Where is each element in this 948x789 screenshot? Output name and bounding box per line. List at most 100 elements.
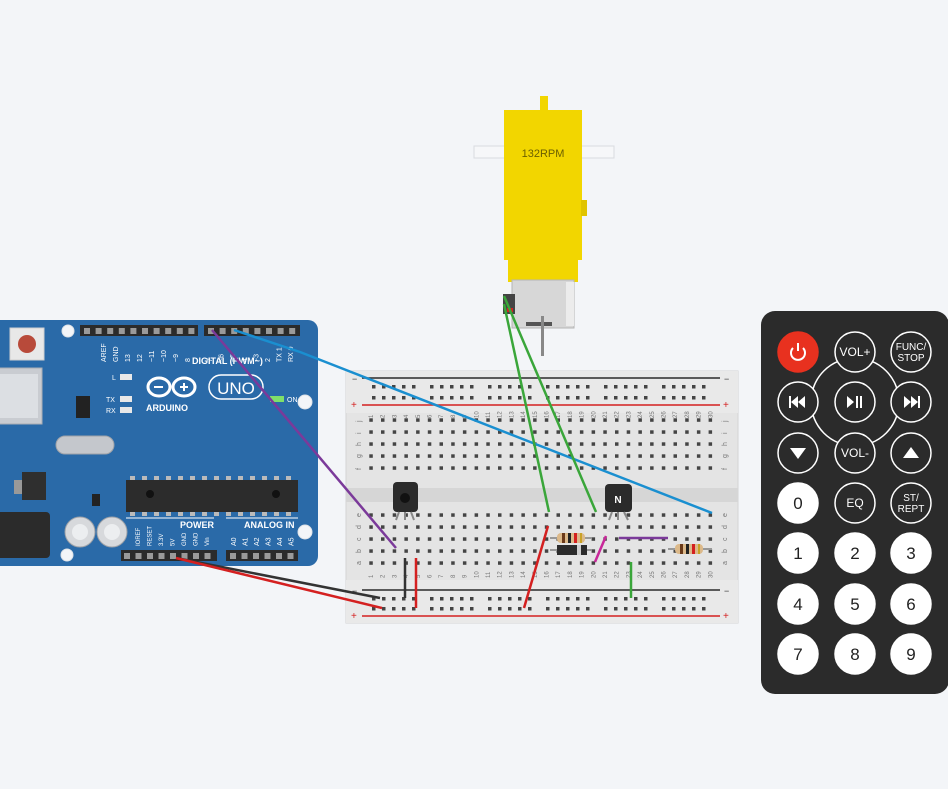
breadboard-hole[interactable] bbox=[509, 454, 514, 458]
rail-hole[interactable] bbox=[662, 597, 666, 601]
breadboard-hole[interactable] bbox=[451, 561, 455, 565]
header-pin-hole[interactable] bbox=[287, 553, 294, 559]
breadboard-hole[interactable] bbox=[392, 549, 397, 553]
breadboard-hole[interactable] bbox=[404, 454, 408, 458]
breadboard-hole[interactable] bbox=[427, 537, 432, 541]
diode[interactable] bbox=[550, 545, 592, 555]
remote-button-4[interactable]: 4 bbox=[777, 583, 819, 625]
breadboard-hole[interactable] bbox=[474, 466, 479, 470]
breadboard-hole[interactable] bbox=[451, 537, 455, 541]
rail-hole[interactable] bbox=[662, 385, 666, 389]
breadboard-hole[interactable] bbox=[544, 513, 549, 517]
rail-hole[interactable] bbox=[372, 597, 376, 601]
breadboard-hole[interactable] bbox=[568, 418, 572, 422]
breadboard-hole[interactable] bbox=[381, 442, 385, 446]
breadboard-hole[interactable] bbox=[591, 525, 596, 529]
breadboard-hole[interactable] bbox=[696, 442, 701, 446]
rail-hole[interactable] bbox=[412, 607, 416, 611]
rail-hole[interactable] bbox=[392, 396, 396, 400]
breadboard-hole[interactable] bbox=[486, 549, 490, 553]
header-pin-hole[interactable] bbox=[264, 553, 271, 559]
rail-hole[interactable] bbox=[488, 396, 492, 400]
breadboard-hole[interactable] bbox=[615, 418, 619, 422]
rail-hole[interactable] bbox=[450, 597, 454, 601]
breadboard-hole[interactable] bbox=[498, 418, 502, 422]
breadboard-hole[interactable] bbox=[521, 525, 525, 529]
wire-black[interactable] bbox=[175, 556, 381, 600]
breadboard-hole[interactable] bbox=[498, 442, 502, 446]
breadboard-hole[interactable] bbox=[685, 513, 689, 517]
rail-hole[interactable] bbox=[604, 597, 608, 601]
rail-hole[interactable] bbox=[556, 597, 560, 601]
breadboard-hole[interactable] bbox=[591, 537, 596, 541]
breadboard-hole[interactable] bbox=[696, 430, 701, 434]
breadboard-hole[interactable] bbox=[615, 466, 619, 470]
breadboard-hole[interactable] bbox=[708, 513, 713, 517]
remote-button-st-rept[interactable]: ST/REPT bbox=[890, 482, 932, 524]
breadboard-hole[interactable] bbox=[708, 549, 713, 553]
breadboard-hole[interactable] bbox=[439, 537, 444, 541]
breadboard-hole[interactable] bbox=[708, 454, 713, 458]
rail-hole[interactable] bbox=[412, 385, 416, 389]
breadboard-hole[interactable] bbox=[556, 561, 561, 565]
breadboard-hole[interactable] bbox=[708, 418, 713, 422]
rail-hole[interactable] bbox=[440, 597, 444, 601]
breadboard-hole[interactable] bbox=[626, 466, 631, 470]
rail-hole[interactable] bbox=[372, 385, 376, 389]
breadboard-hole[interactable] bbox=[544, 442, 549, 446]
rail-hole[interactable] bbox=[392, 385, 396, 389]
header-pin-hole[interactable] bbox=[188, 328, 195, 334]
breadboard-hole[interactable] bbox=[650, 525, 654, 529]
breadboard-hole[interactable] bbox=[392, 430, 397, 434]
header-pin-hole[interactable] bbox=[95, 328, 102, 334]
breadboard-hole[interactable] bbox=[462, 537, 467, 541]
rail-hole[interactable] bbox=[430, 597, 434, 601]
breadboard-hole[interactable] bbox=[533, 513, 537, 517]
breadboard-hole[interactable] bbox=[521, 442, 525, 446]
rail-hole[interactable] bbox=[372, 396, 376, 400]
rail-hole[interactable] bbox=[488, 607, 492, 611]
breadboard-hole[interactable] bbox=[685, 466, 689, 470]
header-pin-hole[interactable] bbox=[124, 553, 130, 559]
play-pause-button[interactable] bbox=[834, 381, 876, 423]
rail-hole[interactable] bbox=[546, 385, 550, 389]
rail-hole[interactable] bbox=[586, 597, 590, 601]
breadboard-hole[interactable] bbox=[626, 454, 631, 458]
breadboard-hole[interactable] bbox=[369, 561, 373, 565]
rail-hole[interactable] bbox=[576, 385, 580, 389]
rail-hole[interactable] bbox=[546, 607, 550, 611]
breadboard-hole[interactable] bbox=[579, 442, 584, 446]
header-pin-hole[interactable] bbox=[241, 553, 248, 559]
rail-hole[interactable] bbox=[460, 396, 464, 400]
breadboard-hole[interactable] bbox=[498, 525, 502, 529]
rail-hole[interactable] bbox=[624, 607, 628, 611]
wire-green[interactable] bbox=[502, 303, 551, 513]
breadboard-hole[interactable] bbox=[416, 454, 420, 458]
breadboard-hole[interactable] bbox=[685, 525, 689, 529]
breadboard-hole[interactable] bbox=[451, 513, 455, 517]
rail-hole[interactable] bbox=[430, 385, 434, 389]
breadboard-hole[interactable] bbox=[521, 466, 525, 470]
rail-hole[interactable] bbox=[576, 597, 580, 601]
breadboard-hole[interactable] bbox=[474, 442, 479, 446]
rail-hole[interactable] bbox=[604, 385, 608, 389]
breadboard-hole[interactable] bbox=[509, 513, 514, 517]
header-pin-hole[interactable] bbox=[266, 328, 272, 334]
breadboard-hole[interactable] bbox=[392, 513, 397, 517]
rail-hole[interactable] bbox=[672, 597, 676, 601]
rail-hole[interactable] bbox=[634, 597, 638, 601]
breadboard-hole[interactable] bbox=[416, 513, 420, 517]
dc-gear-motor[interactable]: 132RPM bbox=[473, 96, 615, 356]
breadboard-hole[interactable] bbox=[579, 430, 584, 434]
rail-hole[interactable] bbox=[604, 607, 608, 611]
breadboard-hole[interactable] bbox=[673, 466, 678, 470]
breadboard-hole[interactable] bbox=[673, 513, 678, 517]
header-pin-hole[interactable] bbox=[135, 553, 142, 559]
breadboard-hole[interactable] bbox=[404, 513, 408, 517]
rail-hole[interactable] bbox=[508, 385, 512, 389]
breadboard-hole[interactable] bbox=[685, 454, 689, 458]
breadboard-hole[interactable] bbox=[696, 454, 701, 458]
breadboard-hole[interactable] bbox=[591, 454, 596, 458]
breadboard-hole[interactable] bbox=[486, 513, 490, 517]
rail-hole[interactable] bbox=[518, 597, 522, 601]
